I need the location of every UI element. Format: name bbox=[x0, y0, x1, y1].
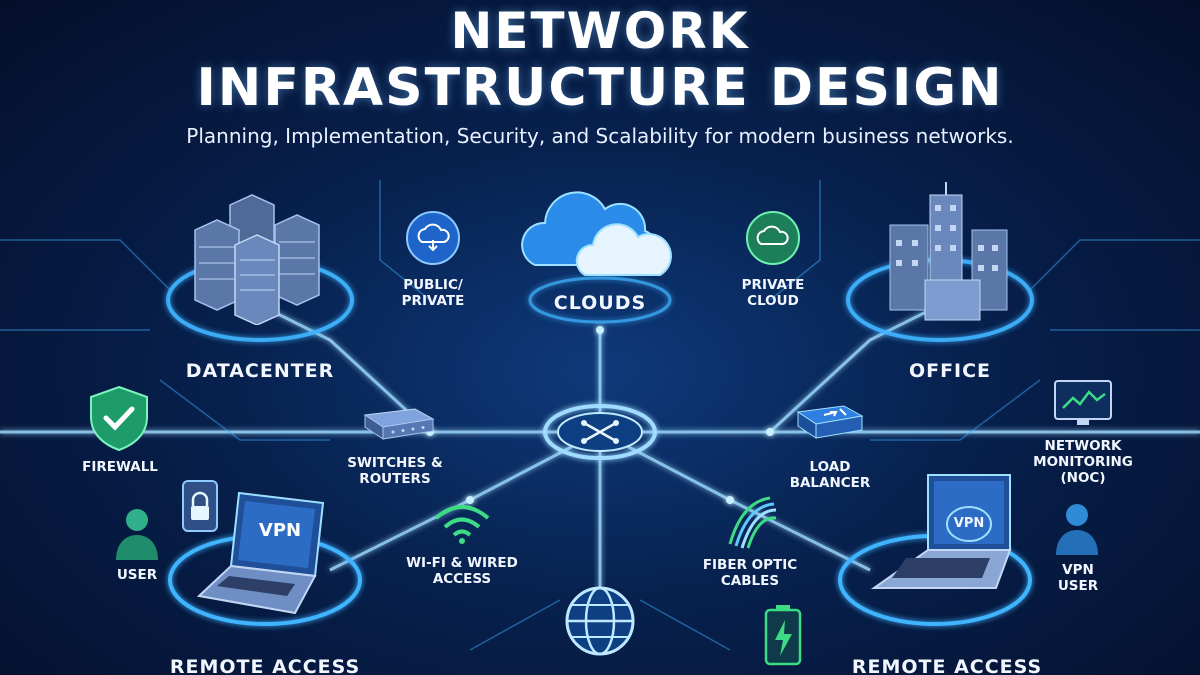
ring-clouds bbox=[528, 276, 672, 324]
label-office: OFFICE bbox=[908, 360, 992, 382]
label-remote-access-right: REMOTE ACCESS bbox=[851, 656, 1043, 675]
hub-icon bbox=[557, 412, 643, 452]
laptop-icon bbox=[196, 491, 325, 615]
label-private-cloud: PRIVATE CLOUD bbox=[741, 277, 805, 310]
trace-7 bbox=[159, 379, 330, 441]
vpn-badge-icon bbox=[946, 506, 992, 542]
fiber-icon bbox=[728, 496, 777, 549]
trace-10 bbox=[639, 599, 731, 651]
trace-1 bbox=[0, 239, 171, 291]
server-rack-icon bbox=[194, 194, 320, 325]
label-wifi-wired: WI-FI & WIRED ACCESS bbox=[406, 555, 518, 588]
monitor-chart-icon bbox=[1054, 380, 1112, 425]
lock-icon bbox=[182, 480, 218, 532]
cloud-icon bbox=[746, 211, 800, 265]
node-dot bbox=[596, 326, 604, 334]
label-user: USER bbox=[116, 567, 158, 583]
wifi-icon bbox=[434, 505, 490, 544]
title-line-2: INFRASTRUCTURE DESIGN bbox=[196, 58, 1004, 118]
link-office bbox=[600, 308, 931, 434]
trace-9 bbox=[469, 599, 561, 651]
label-firewall: FIREWALL bbox=[82, 459, 158, 475]
cloud-icon bbox=[521, 191, 672, 276]
label-public-private: PUBLIC/ PRIVATE bbox=[401, 277, 465, 310]
trace-5 bbox=[379, 180, 431, 301]
label-load-balancer: LOAD BALANCER bbox=[789, 459, 871, 492]
label-fiber-optic: FIBER OPTIC CABLES bbox=[702, 557, 798, 590]
cloud-icon bbox=[406, 211, 460, 265]
vpn-screen-text-left: VPN bbox=[258, 520, 302, 541]
link-datacenter bbox=[269, 308, 600, 434]
trace-8 bbox=[870, 379, 1041, 441]
subtitle: Planning, Implementation, Security, and … bbox=[186, 124, 1014, 148]
label-network-monitoring: NETWORK MONITORING (NOC) bbox=[1033, 438, 1133, 487]
user-icon bbox=[1056, 504, 1098, 555]
shield-check-icon bbox=[90, 385, 148, 452]
node-dot bbox=[726, 496, 734, 504]
label-vpn-user: VPN USER bbox=[1057, 562, 1099, 595]
ring-hub bbox=[543, 404, 657, 460]
label-clouds: CLOUDS bbox=[553, 292, 647, 314]
globe-icon bbox=[565, 586, 635, 656]
building-icon bbox=[889, 182, 1008, 321]
label-datacenter: DATACENTER bbox=[185, 360, 335, 382]
user-icon bbox=[116, 509, 158, 560]
battery-bolt-icon bbox=[764, 605, 802, 666]
trace-6 bbox=[769, 180, 821, 301]
vpn-screen-text-right: VPN bbox=[953, 516, 985, 531]
label-switches-routers: SWITCHES & ROUTERS bbox=[347, 455, 443, 488]
trace-3 bbox=[1029, 239, 1200, 291]
switch-icon bbox=[363, 408, 435, 440]
label-remote-access-left: REMOTE ACCESS bbox=[169, 656, 361, 675]
node-dot bbox=[766, 428, 774, 436]
node-dot bbox=[466, 496, 474, 504]
title-line-1: NETWORK bbox=[450, 2, 750, 60]
load-balancer-icon bbox=[796, 405, 864, 439]
